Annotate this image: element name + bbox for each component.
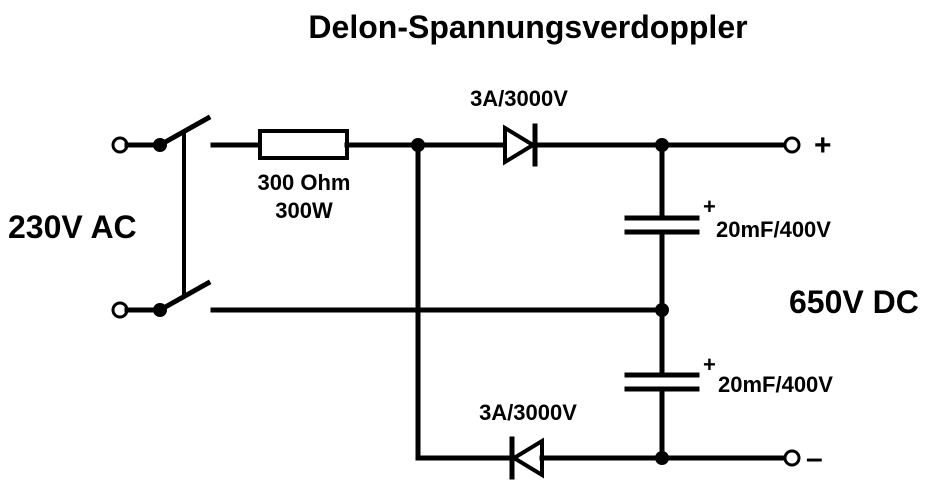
output-terminal-minus (783, 449, 801, 467)
output-minus-sign: – (806, 442, 823, 475)
capacitor-top-label: 20mF/400V (716, 217, 831, 242)
resistor (258, 129, 349, 160)
capacitor-bottom-label: 20mF/400V (718, 372, 833, 397)
diode-bottom-label: 3A/3000V (479, 400, 577, 425)
switch (153, 114, 212, 317)
diode-top-triangle (503, 124, 537, 166)
diode-bottom (509, 436, 544, 480)
output-label: 650V DC (789, 284, 919, 320)
diode-bottom-triangle (510, 437, 544, 479)
diode-top (503, 123, 538, 167)
output-terminal-plus (783, 136, 801, 154)
resistor-power-label: 300W (275, 198, 333, 223)
capacitor-top-polarity: + (703, 194, 716, 219)
input-label: 230V AC (8, 209, 137, 245)
switch-blade-bottom (156, 279, 212, 314)
output-plus-sign: + (814, 129, 832, 162)
capacitor-bottom-polarity: + (703, 352, 716, 377)
diagram-title: Delon-Spannungsverdoppler (308, 9, 747, 45)
diode-top-label: 3A/3000V (470, 86, 568, 111)
resistor-value-label: 300 Ohm (258, 170, 351, 195)
